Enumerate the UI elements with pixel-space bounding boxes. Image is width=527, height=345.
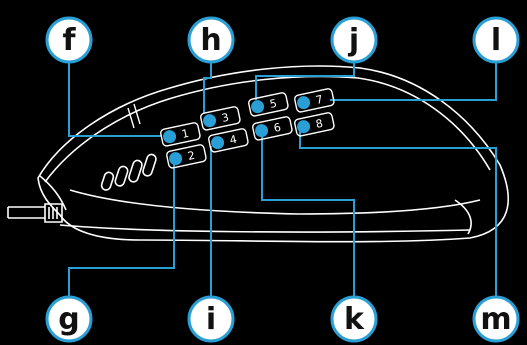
side-button-frame	[208, 128, 249, 153]
side-button-number: 5	[269, 97, 279, 111]
side-button-number: 2	[187, 149, 197, 163]
grip-vents	[100, 103, 157, 191]
side-button-4: 4	[208, 128, 249, 153]
leader-line-h	[203, 60, 212, 114]
side-button-frame	[200, 106, 241, 131]
mouse-base-line	[59, 224, 471, 233]
mouse-cable	[7, 203, 63, 223]
side-button-frame	[294, 112, 335, 137]
callout-letter: h	[200, 23, 221, 58]
callout-letter: i	[206, 302, 216, 337]
callout-m: m	[472, 295, 520, 343]
callout-circle	[45, 16, 93, 64]
mouse-front-edge	[39, 175, 67, 211]
leader-line-l	[330, 60, 497, 101]
side-button-marker	[255, 124, 269, 138]
callout-circle	[187, 16, 235, 64]
callout-letter: j	[348, 23, 359, 58]
callout-circle	[472, 295, 520, 343]
side-button-2: 2	[166, 144, 207, 169]
side-button-grid: 1 2 3 4 5 6 7 8	[160, 88, 335, 169]
callout-letter: k	[344, 302, 365, 337]
mouse-rear-curve	[454, 199, 472, 235]
side-button-number: 8	[315, 117, 325, 131]
callout-badges: f g h i j k l m	[45, 16, 520, 343]
callout-circle	[330, 295, 378, 343]
leader-line-g	[68, 162, 175, 299]
mouse-inner-contour	[44, 75, 491, 183]
leader-lines	[68, 60, 497, 299]
callout-f: f	[45, 16, 93, 64]
callout-g: g	[45, 295, 93, 343]
callout-letter: g	[58, 302, 79, 337]
side-button-frame	[294, 88, 335, 113]
mouse-outline	[37, 65, 510, 243]
side-button-marker	[211, 136, 225, 150]
mouse-lower-contour	[69, 189, 481, 215]
side-button-marker	[297, 120, 311, 134]
side-button-frame	[166, 144, 207, 169]
side-button-number: 4	[229, 133, 239, 147]
callout-i: i	[187, 295, 235, 343]
leader-line-k	[261, 134, 355, 299]
side-button-6: 6	[252, 116, 293, 141]
side-button-marker	[169, 152, 183, 166]
callout-l: l	[472, 16, 520, 64]
side-button-frame	[160, 122, 201, 147]
callout-letter: m	[480, 302, 511, 337]
callout-circle	[472, 16, 520, 64]
side-button-number: 1	[181, 127, 191, 141]
side-button-7: 7	[294, 88, 335, 113]
leader-line-j	[255, 60, 355, 100]
mouse-body	[37, 65, 510, 243]
side-button-number: 6	[273, 121, 283, 135]
side-button-number: 7	[315, 93, 325, 107]
callout-letter: l	[491, 23, 501, 58]
side-button-frame	[248, 92, 289, 117]
side-button-8: 8	[294, 112, 335, 137]
side-button-marker	[163, 130, 177, 144]
callout-k: k	[330, 295, 378, 343]
leader-line-f	[68, 60, 162, 137]
side-button-number: 3	[221, 111, 231, 125]
callout-circle	[330, 16, 378, 64]
callout-h: h	[187, 16, 235, 64]
callout-letter: f	[62, 23, 76, 58]
side-button-5: 5	[248, 92, 289, 117]
side-button-1: 1	[160, 122, 201, 147]
side-button-3: 3	[200, 106, 241, 131]
callout-j: j	[330, 16, 378, 64]
callout-circle	[187, 295, 235, 343]
side-button-marker	[251, 100, 265, 114]
leader-line-m	[299, 130, 497, 299]
side-button-marker	[297, 96, 311, 110]
callout-circle	[45, 295, 93, 343]
side-button-frame	[252, 116, 293, 141]
side-button-marker	[203, 114, 217, 128]
